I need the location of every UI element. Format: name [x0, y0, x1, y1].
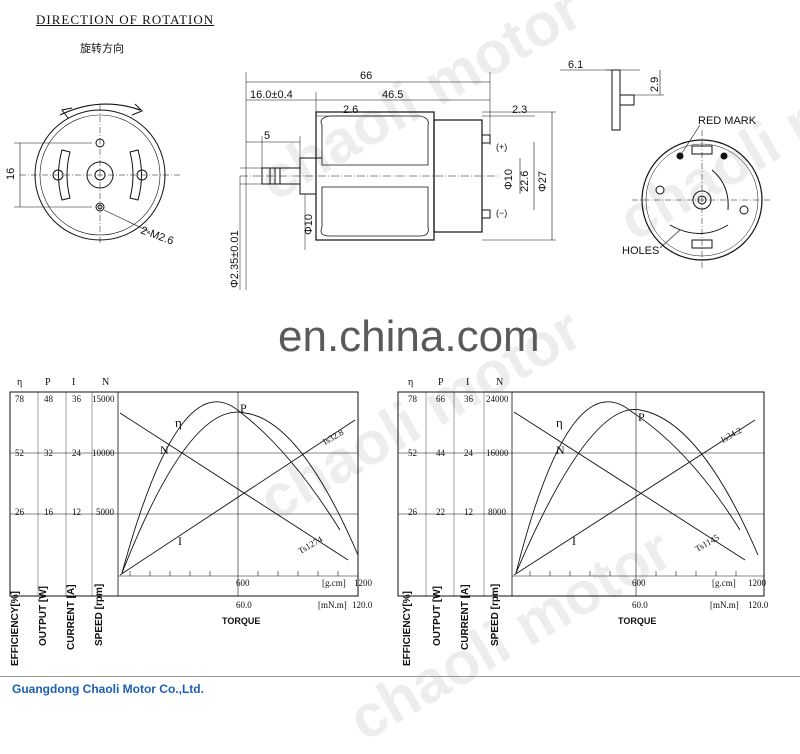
dim-22-6: 22.6 [519, 171, 531, 192]
axis-title-efficiency: EFFICIENCY[%] [10, 591, 21, 666]
axis-title-current: CURRENT [A] [66, 584, 77, 650]
chart-1 [9, 391, 359, 597]
out-top: 48 [44, 394, 53, 404]
x-bot-max: 120.0 [748, 600, 769, 610]
torque-label: TORQUE [618, 616, 657, 626]
dim-phi10-boss: Φ10 [503, 169, 515, 190]
spd-top: 24000 [486, 394, 509, 404]
dim-16-tolerance: 16.0±0.4 [250, 89, 293, 101]
axis-title-efficiency: EFFICIENCY[%] [402, 591, 413, 666]
watermark-text: chaoli motor [337, 515, 683, 754]
rear-view [560, 69, 772, 270]
plus-terminal: (+) [496, 142, 507, 152]
is-label: Is32.8 [320, 427, 346, 447]
cur-top: 36 [72, 394, 81, 404]
dim-phi27: Φ27 [537, 171, 549, 192]
dim-2-6: 2.6 [343, 104, 358, 116]
x-top-max: 1200 [748, 578, 766, 588]
spd-low: 8000 [488, 507, 506, 517]
x-top-mid: 600 [236, 578, 250, 588]
cur-top: 36 [464, 394, 473, 404]
ts-label: Ts1145 [693, 532, 721, 554]
axis-title-output: OUTPUT [W] [38, 586, 49, 646]
head-i: I [72, 377, 76, 388]
cur-mid: 24 [464, 448, 473, 458]
eff-mid: 52 [408, 448, 417, 458]
dim-66: 66 [360, 70, 372, 82]
dim-46-5: 46.5 [382, 89, 403, 101]
red-mark-label: RED MARK [698, 115, 757, 127]
curve-i [513, 419, 756, 576]
x-bot-unit: [mN.m] [318, 600, 347, 610]
dim-2-3: 2.3 [512, 104, 527, 116]
axis-title-speed: SPEED [rpm] [490, 583, 501, 646]
out-low: 22 [436, 507, 445, 517]
front-view [14, 103, 180, 245]
head-p: P [45, 377, 51, 388]
head-eta: η [17, 377, 23, 388]
x-top-max: 1200 [354, 578, 372, 588]
is-label: Is34.2 [718, 425, 744, 445]
x-top-unit: [g.cm] [322, 578, 346, 588]
page-subtitle: 旋转方向 [80, 42, 124, 55]
holes-label: HOLES [622, 245, 659, 257]
holes-spec-label: 2-M2.6 [139, 225, 175, 248]
axis-title-speed: SPEED [rpm] [94, 583, 105, 646]
spd-top: 15000 [92, 394, 115, 404]
spd-mid: 16000 [486, 448, 509, 458]
dim-16-front: 16 [5, 168, 17, 180]
eff-top: 78 [408, 394, 417, 404]
spd-mid: 10000 [92, 448, 115, 458]
out-mid: 44 [436, 448, 445, 458]
x-top-mid: 600 [632, 578, 646, 588]
minus-terminal: (−) [496, 208, 507, 218]
head-n: N [496, 377, 504, 388]
head-p: P [438, 377, 444, 388]
head-n: N [102, 377, 110, 388]
x-bot-max: 120.0 [352, 600, 373, 610]
x-top-unit: [g.cm] [712, 578, 736, 588]
eff-top: 78 [15, 394, 24, 404]
mechanical-drawing: 16 2-M2.6 66 16.0±0.4 46.5 2.6 2.3 5 (+)… [5, 59, 772, 290]
x-bot-mid: 60.0 [632, 600, 648, 610]
chart-2 [397, 391, 765, 597]
eff-low: 26 [15, 507, 24, 517]
page-title: DIRECTION OF ROTATION [36, 12, 215, 27]
footer-bar [0, 676, 800, 704]
dim-2-9: 2.9 [649, 77, 661, 92]
cur-low: 12 [72, 507, 81, 517]
curve-label-p: P [638, 410, 645, 424]
out-mid: 32 [44, 448, 53, 458]
torque-label: TORQUE [222, 616, 261, 626]
dim-5: 5 [264, 130, 270, 142]
x-bot-unit: [mN.m] [710, 600, 739, 610]
curve-label-eta: η [175, 415, 182, 430]
cur-mid: 24 [72, 448, 81, 458]
axis-title-output: OUTPUT [W] [432, 586, 443, 646]
out-top: 66 [436, 394, 445, 404]
curve-label-i: I [572, 534, 576, 548]
eff-low: 26 [408, 507, 417, 517]
axis-title-current: CURRENT [A] [460, 584, 471, 650]
cur-low: 12 [464, 507, 473, 517]
dim-phi10-shaft: Φ10 [303, 214, 315, 235]
curve-label-n: N [160, 443, 169, 457]
head-i: I [466, 377, 470, 388]
curve-label-i: I [178, 534, 182, 548]
dim-6-1: 6.1 [568, 59, 583, 71]
curve-label-n: N [556, 443, 565, 457]
x-bot-mid: 60.0 [236, 600, 252, 610]
curve-label-p: P [240, 401, 247, 415]
curve-label-eta: η [556, 415, 563, 430]
company-name: Guangdong Chaoli Motor Co.,Ltd. [12, 682, 204, 696]
head-eta: η [408, 377, 414, 388]
ts-label: Ts1274 [296, 534, 325, 556]
spd-low: 5000 [96, 507, 114, 517]
out-low: 16 [44, 507, 53, 517]
curve-i [119, 419, 356, 576]
eff-mid: 52 [15, 448, 24, 458]
dim-shaft-diameter: Φ2.35±0.01 [229, 230, 241, 288]
brand-watermark: en.china.com [278, 312, 540, 361]
side-view [239, 72, 556, 290]
